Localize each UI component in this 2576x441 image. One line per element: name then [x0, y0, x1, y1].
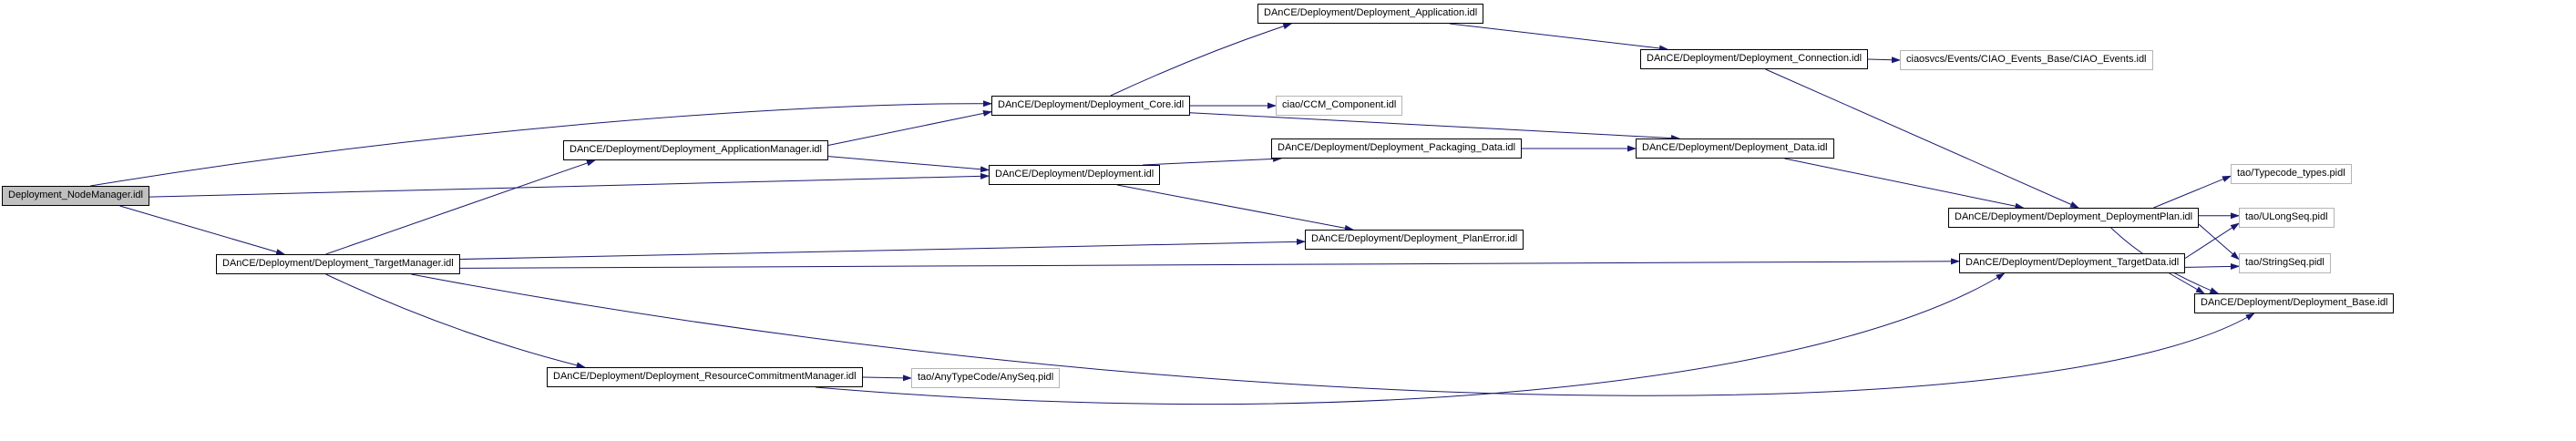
graph-node-label-typecode_types: tao/Typecode_types.pidl	[2237, 168, 2345, 179]
edge-targetdata-to-stringseq	[2184, 262, 2240, 270]
edge-applicationmanager-to-core	[827, 109, 992, 146]
graph-node-label-targetdata: DAnCE/Deployment/Deployment_TargetData.i…	[1965, 257, 2180, 268]
graph-node-nodemanager: Deployment_NodeManager.idl	[2, 186, 149, 206]
graph-node-label-ciao_events: ciaosvcs/Events/CIAO_Events_Base/CIAO_Ev…	[1906, 54, 2147, 65]
edge-nodemanager-to-targetmanager	[119, 205, 285, 255]
edge-application-to-connection	[1449, 23, 1668, 52]
graph-node-label-connection: DAnCE/Deployment/Deployment_Connection.i…	[1647, 53, 1863, 64]
graph-node-label-stringseq: tao/StringSeq.pidl	[2245, 257, 2325, 268]
graph-node-label-nodemanager: Deployment_NodeManager.idl	[8, 190, 143, 200]
graph-node-label-targetmanager: DAnCE/Deployment/Deployment_TargetManage…	[222, 258, 454, 269]
graph-node-anyseq: tao/AnyTypeCode/AnySeq.pidl	[911, 368, 1061, 388]
edge-targetmanager-to-rcm	[325, 273, 586, 369]
edge-targetmanager-to-targetdata	[459, 258, 1960, 269]
edge-core-to-application	[1110, 23, 1293, 97]
graph-node-base[interactable]: DAnCE/Deployment/Deployment_Base.idl	[2194, 293, 2395, 313]
graph-node-label-anyseq: tao/AnyTypeCode/AnySeq.pidl	[918, 372, 1054, 383]
graph-node-typecode_types: tao/Typecode_types.pidl	[2231, 164, 2352, 184]
edge-targetmanager-to-applicationmanager	[325, 159, 596, 255]
graph-node-data[interactable]: DAnCE/Deployment/Deployment_Data.idl	[1636, 138, 1834, 159]
graph-node-stringseq: tao/StringSeq.pidl	[2239, 253, 2331, 273]
graph-node-label-packaging: DAnCE/Deployment/Deployment_Packaging_Da…	[1278, 142, 1516, 153]
graph-node-label-planerror: DAnCE/Deployment/Deployment_PlanError.id…	[1311, 233, 1518, 244]
graph-node-rcm[interactable]: DAnCE/Deployment/Deployment_ResourceComm…	[547, 367, 863, 387]
graph-node-deploymentplan[interactable]: DAnCE/Deployment/Deployment_DeploymentPl…	[1948, 208, 2200, 228]
edge-deploymentplan-to-typecode_types	[2153, 175, 2232, 209]
graph-node-planerror[interactable]: DAnCE/Deployment/Deployment_PlanError.id…	[1305, 230, 1524, 250]
edge-targetmanager-to-planerror	[459, 238, 1306, 260]
graph-node-ciao_events: ciaosvcs/Events/CIAO_Events_Base/CIAO_Ev…	[1900, 50, 2153, 70]
graph-node-label-deploymentplan: DAnCE/Deployment/Deployment_DeploymentPl…	[1955, 211, 2193, 222]
graph-node-applicationmanager[interactable]: DAnCE/Deployment/Deployment_ApplicationM…	[563, 140, 828, 160]
graph-node-targetmanager[interactable]: DAnCE/Deployment/Deployment_TargetManage…	[216, 254, 460, 274]
graph-node-core[interactable]: DAnCE/Deployment/Deployment_Core.idl	[991, 96, 1191, 116]
graph-node-label-rcm: DAnCE/Deployment/Deployment_ResourceComm…	[553, 371, 857, 382]
edge-connection-to-deploymentplan	[1765, 68, 2079, 209]
edge-rcm-to-targetdata	[815, 272, 2006, 405]
graph-node-deployment[interactable]: DAnCE/Deployment/Deployment.idl	[989, 165, 1161, 185]
graph-node-label-data: DAnCE/Deployment/Deployment_Data.idl	[1642, 142, 1828, 153]
graph-node-label-ccm_component: ciao/CCM_Component.idl	[1282, 99, 1397, 110]
graph-node-label-application: DAnCE/Deployment/Deployment_Application.…	[1264, 7, 1478, 18]
graph-node-ulongseq: tao/ULongSeq.pidl	[2239, 208, 2335, 228]
edge-targetdata-to-base	[2169, 272, 2205, 294]
edge-targetdata-to-ulongseq	[2184, 222, 2240, 259]
graph-node-label-core: DAnCE/Deployment/Deployment_Core.idl	[998, 99, 1185, 110]
edge-rcm-to-anyseq	[862, 374, 912, 382]
edge-nodemanager-to-core	[90, 100, 992, 187]
graph-node-ccm_component: ciao/CCM_Component.idl	[1276, 96, 1403, 116]
edge-applicationmanager-to-deployment	[827, 156, 990, 173]
edge-nodemanager-to-deployment	[149, 172, 990, 198]
edge-core-to-data	[1189, 112, 1680, 141]
graph-node-connection[interactable]: DAnCE/Deployment/Deployment_Connection.i…	[1640, 49, 1869, 69]
edge-deployment-to-planerror	[1116, 184, 1354, 231]
edge-data-to-deploymentplan	[1784, 158, 2025, 210]
graph-node-packaging[interactable]: DAnCE/Deployment/Deployment_Packaging_Da…	[1271, 138, 1523, 159]
graph-node-targetdata[interactable]: DAnCE/Deployment/Deployment_TargetData.i…	[1959, 253, 2186, 273]
edge-deployment-to-packaging	[1143, 155, 1282, 166]
graph-node-label-ulongseq: tao/ULongSeq.pidl	[2245, 211, 2328, 222]
graph-node-label-base: DAnCE/Deployment/Deployment_Base.idl	[2201, 297, 2388, 308]
graph-node-label-deployment: DAnCE/Deployment/Deployment.idl	[995, 169, 1155, 179]
edge-deploymentplan-to-stringseq	[2198, 223, 2240, 261]
edge-connection-to-ciao_events	[1867, 56, 1901, 64]
graph-node-label-applicationmanager: DAnCE/Deployment/Deployment_ApplicationM…	[570, 144, 822, 155]
edge-targetmanager-to-base	[411, 273, 2255, 396]
graph-node-application[interactable]: DAnCE/Deployment/Deployment_Application.…	[1257, 4, 1484, 24]
